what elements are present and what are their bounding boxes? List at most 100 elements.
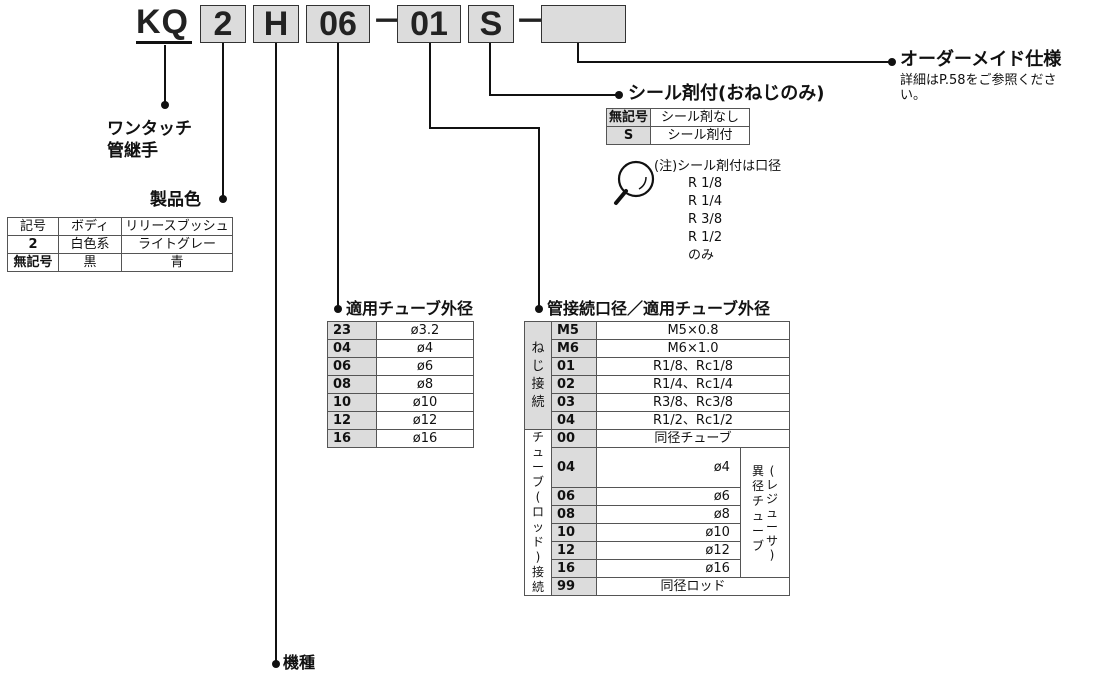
conn-code-cell: M6 <box>551 339 597 358</box>
group-char: じ <box>531 358 545 374</box>
conn-value-cell: M6×1.0 <box>596 339 790 358</box>
reducer-label-col-2: ( レ ジ ュ ー サ ) <box>766 464 778 562</box>
group-char: ッ <box>531 520 544 534</box>
conn-value-cell: ø10 <box>596 523 741 542</box>
conn-value-cell: R1/4、Rc1/4 <box>596 375 790 394</box>
color-cell: 無記号 <box>7 253 59 272</box>
model-prefix: KQ <box>136 3 189 41</box>
leader-dot-type <box>272 660 280 668</box>
conn-code-cell: 02 <box>551 375 597 394</box>
conn-code-cell: 06 <box>551 487 597 506</box>
color-cell: 2 <box>7 235 59 254</box>
leader-line-custom-h <box>577 61 891 63</box>
conn-value-cell: 同径ロッド <box>596 577 790 596</box>
leader-line-conn-v1 <box>429 43 431 128</box>
group-char: ュ <box>765 505 778 520</box>
color-table: 記号 ボディ リリースブッシュ 2 白色系 ライトグレー 無記号 黒 青 <box>7 217 233 272</box>
seal-code-box: S <box>468 5 514 43</box>
made-to-order-note-1: 詳細はP.58をご参照くださ <box>900 73 1057 88</box>
group-char: 接 <box>531 376 545 392</box>
tube-code-cell: 08 <box>327 375 377 394</box>
color-header-body: ボディ <box>58 217 122 236</box>
tube-code-box: 06 <box>306 5 370 43</box>
group-char: チ <box>531 430 544 444</box>
group-char: サ <box>765 533 778 548</box>
leader-dot-color <box>219 195 227 203</box>
made-to-order-note-2: い。 <box>900 88 927 103</box>
conn-value-cell: ø8 <box>596 505 741 524</box>
leader-dot-kq <box>161 101 169 109</box>
conn-value-cell: R3/8、Rc3/8 <box>596 393 790 412</box>
leader-line-type <box>275 43 277 663</box>
tube-code-cell: 23 <box>327 321 377 340</box>
conn-code-cell: 01 <box>551 357 597 376</box>
conn-value-cell: ø16 <box>596 559 741 578</box>
group-char: チ <box>751 493 764 508</box>
conn-value-cell: 同径チューブ <box>596 429 790 448</box>
group-char: ) <box>769 547 775 562</box>
group-char: ブ <box>531 475 544 489</box>
tube-value-cell: ø8 <box>376 375 474 394</box>
seal-cell-desc: シール剤付 <box>650 126 751 145</box>
label-product-color: 製品色 <box>150 190 201 210</box>
table-row: 04 ø4 異 径 チ ュ ー ブ ( レ ジ ュ ー サ <box>525 447 791 578</box>
group-char: レ <box>765 477 778 492</box>
leader-dot-conn <box>535 305 543 313</box>
type-code-box: H <box>253 5 299 43</box>
group-char: 接 <box>531 565 544 579</box>
conn-code-cell: 08 <box>551 505 597 524</box>
color-header-bush: リリースブッシュ <box>121 217 233 236</box>
reducer-label-col-1: 異 径 チ ュ ー ブ <box>752 464 764 562</box>
group-char: 続 <box>531 580 544 594</box>
group-char: 異 <box>751 463 764 478</box>
color-code-box: 2 <box>200 5 246 43</box>
leader-dot-tube <box>334 305 342 313</box>
tube-code-cell: 06 <box>327 357 377 376</box>
group-char: ) <box>535 550 541 564</box>
conn-value-cell: ø6 <box>596 487 741 506</box>
table-row: 2 白色系 ライトグレー <box>7 235 233 254</box>
leader-line-kq <box>164 45 166 105</box>
label-made-to-order: オーダーメイド仕様 <box>900 49 1062 70</box>
group-char: ュ <box>751 508 764 523</box>
label-pipe-connection: 管接続口径／適用チューブ外径 <box>547 299 771 318</box>
leader-line-tube <box>337 43 339 309</box>
color-cell: 白色系 <box>58 235 122 254</box>
seal-table: 無記号 シール剤なし S シール剤付 <box>605 108 751 145</box>
magnifier-icon <box>614 160 655 205</box>
table-row: 99 同径ロッド <box>525 577 790 596</box>
leader-line-seal-v <box>489 43 491 95</box>
conn-value-cell: M5×0.8 <box>596 321 790 340</box>
conn-code-cell: 03 <box>551 393 597 412</box>
tube-code-cell: 12 <box>327 411 377 430</box>
group-char: ブ <box>751 538 764 553</box>
group-char: 径 <box>751 478 764 493</box>
group-char: 続 <box>531 394 545 410</box>
group-char: ( <box>769 463 775 478</box>
tube-value-cell: ø16 <box>376 429 474 448</box>
seal-note-title: (注)シール剤付は口径 <box>654 159 782 174</box>
model-prefix-underline <box>136 41 192 44</box>
color-cell: ライトグレー <box>121 235 233 254</box>
tube-code-cell: 04 <box>327 339 377 358</box>
group-char: ジ <box>765 491 778 506</box>
conn-code-cell: 16 <box>551 559 597 578</box>
conn-code-cell: 00 <box>551 429 597 448</box>
group-char: ( <box>535 490 541 504</box>
conn-code-cell: 10 <box>551 523 597 542</box>
label-one-touch-2: 管継手 <box>107 141 158 161</box>
seal-cell-code: S <box>605 126 652 145</box>
tube-code-cell: 10 <box>327 393 377 412</box>
conn-value-cell: ø4 <box>596 447 741 488</box>
